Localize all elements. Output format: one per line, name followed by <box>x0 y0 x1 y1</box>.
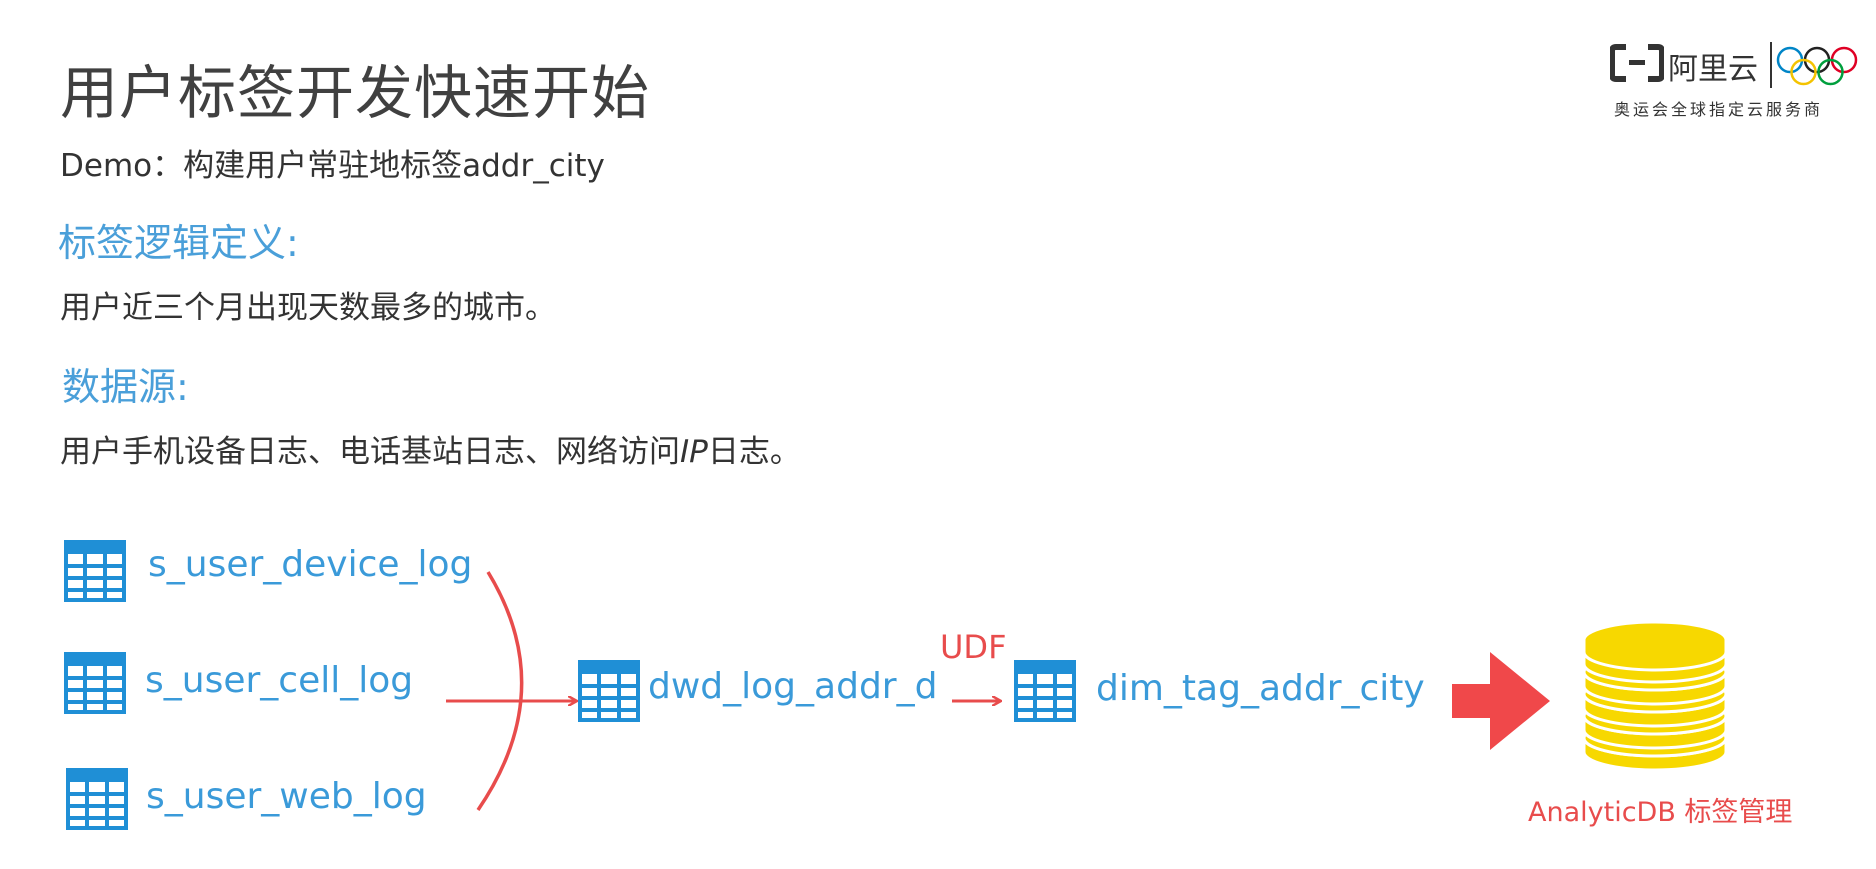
data-source-text-suffix: 日志。 <box>707 434 801 470</box>
table-icon <box>66 768 128 830</box>
dimension-table-label: dim_tag_addr_city <box>1096 668 1425 709</box>
load-arrow <box>1452 652 1550 750</box>
table-icon <box>64 540 126 602</box>
aliyun-logo-icon <box>1610 44 1664 82</box>
page-subtitle: Demo：构建用户常驻地标签addr_city <box>60 148 605 184</box>
data-source-text-ip: IP <box>680 434 708 470</box>
logic-definition-text: 用户近三个月出现天数最多的城市。 <box>60 290 556 326</box>
source-cell-log-label: s_user_cell_log <box>145 660 414 701</box>
flow-arrows <box>446 571 1550 811</box>
data-source-heading: 数据源: <box>62 365 189 409</box>
database-label: AnalyticDB 标签管理 <box>1528 797 1793 828</box>
data-source-text: 用户手机设备日志、电话基站日志、网络访问IP日志。 <box>60 426 801 471</box>
aliyun-logo-tagline: 奥运会全球指定云服务商 <box>1614 100 1824 119</box>
logo-divider <box>1770 42 1772 88</box>
udf-label: UDF <box>940 628 1007 666</box>
page-title: 用户标签开发快速开始 <box>60 59 651 127</box>
data-source-text-prefix: 用户手机设备日志、电话基站日志、网络访问 <box>60 434 680 470</box>
table-icon <box>578 660 640 722</box>
intermediate-table-label: dwd_log_addr_d <box>648 666 938 707</box>
logic-definition-heading: 标签逻辑定义: <box>58 221 299 265</box>
source-device-log-label: s_user_device_log <box>148 544 473 585</box>
aliyun-logo-name: 阿里云 <box>1668 52 1758 87</box>
data-flow-diagram: s_user_device_log s_user_cell_log s_user… <box>0 520 1876 869</box>
olympic-rings-icon <box>1776 46 1858 86</box>
database-icon <box>1582 620 1728 770</box>
source-web-log-label: s_user_web_log <box>146 776 427 817</box>
table-icon <box>64 652 126 714</box>
aliyun-logo: 阿里云 奥运会全球指定云服务商 <box>1610 40 1858 120</box>
table-icon <box>1014 660 1076 722</box>
merge-curve <box>476 571 524 811</box>
